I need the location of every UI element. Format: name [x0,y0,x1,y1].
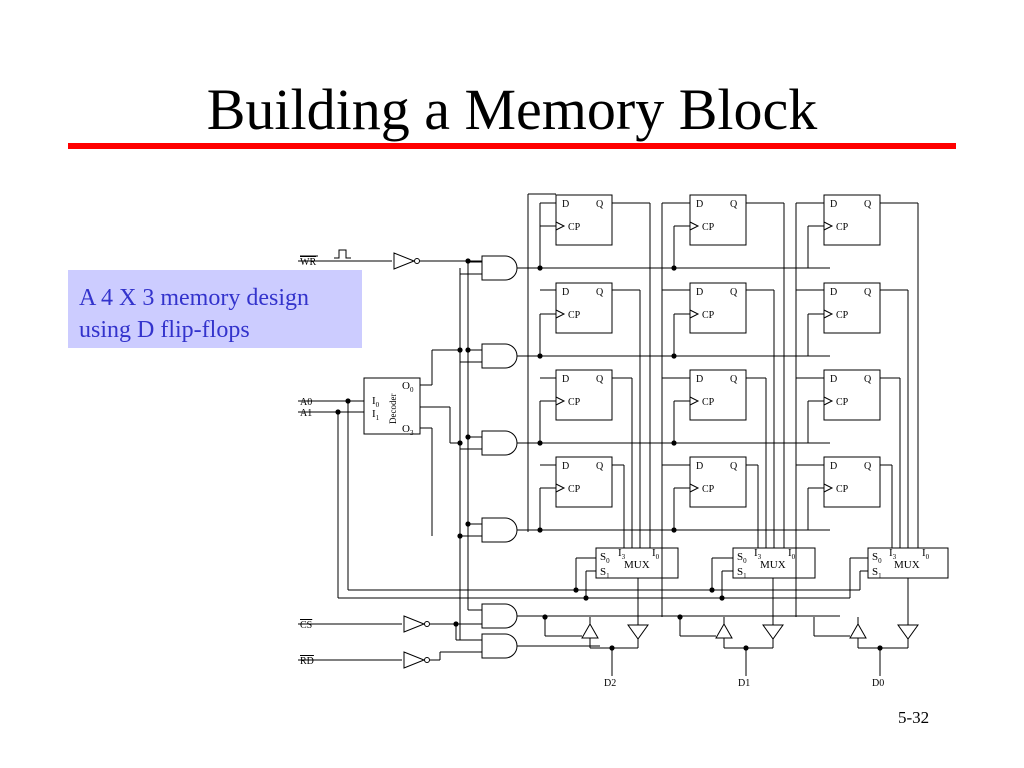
ff-d-label: D [562,287,569,298]
decoder-o3-label: O3 [402,423,414,437]
svg-text:S0: S0 [737,551,747,565]
mux-label: MUX [624,559,650,571]
ff-cp-label: CP [836,310,849,321]
cs-label: CS [300,620,312,631]
output-d2-label: D2 [604,678,616,689]
ff-q-label: Q [864,287,872,298]
ff-q-label: Q [730,374,738,385]
ff-q-label: Q [864,374,872,385]
svg-text:S1: S1 [600,566,610,580]
callout-box: A 4 X 3 memory design using D flip-flops [68,270,362,348]
ff-q-label: Q [596,199,604,210]
ff-cp-label: CP [702,222,715,233]
svg-text:S0: S0 [600,551,610,565]
ff-cp-label: CP [702,397,715,408]
svg-text:I0: I0 [652,547,660,561]
ff-d-label: D [562,374,569,385]
decoder-i1-label: I1 [372,408,380,422]
ff-q-label: Q [864,461,872,472]
ff-cp-label: CP [836,222,849,233]
ff-cp-label: CP [568,484,581,495]
ff-cp-label: CP [702,310,715,321]
decoder-label: Decoder [388,394,398,424]
decoder-i0-label: I0 [372,395,380,409]
callout-line-1: A 4 X 3 memory design [79,285,309,311]
ff-cp-label: CP [836,397,849,408]
ff-d-label: D [830,461,837,472]
svg-text:I3: I3 [754,547,762,561]
ff-cp-label: CP [568,222,581,233]
ff-cp-label: CP [568,397,581,408]
a0-label: A0 [300,397,312,408]
mux-label: MUX [760,559,786,571]
ff-d-label: D [562,461,569,472]
rd-label: RD [300,656,314,667]
ff-cp-label: CP [836,484,849,495]
svg-text:I3: I3 [889,547,897,561]
output-d0-label: D0 [872,678,884,689]
ff-d-label: D [696,374,703,385]
ff-cp-label: CP [568,310,581,321]
svg-text:I0: I0 [922,547,930,561]
ff-d-label: D [696,287,703,298]
ff-d-label: D [562,199,569,210]
ff-q-label: Q [864,199,872,210]
svg-text:I3: I3 [618,547,626,561]
svg-text:I0: I0 [788,547,796,561]
ff-q-label: Q [730,199,738,210]
ff-d-label: D [696,461,703,472]
slide-title: Building a Memory Block [206,77,818,142]
flip-flop-grid [555,194,881,508]
junction-dots [335,258,883,651]
ff-q-label: Q [596,287,604,298]
ff-d-label: D [696,199,703,210]
svg-text:S0: S0 [872,551,882,565]
wr-label: WR [300,257,316,268]
a1-label: A1 [300,408,312,419]
ff-q-label: Q [596,374,604,385]
decoder-o0-label: O0 [402,380,414,394]
ff-q-label: Q [596,461,604,472]
ff-q-label: Q [730,287,738,298]
svg-text:S1: S1 [737,566,747,580]
ff-d-label: D [830,199,837,210]
callout-line-2: using D flip-flops [79,317,250,343]
svg-text:S1: S1 [872,566,882,580]
ff-q-label: Q [730,461,738,472]
ff-d-label: D [830,374,837,385]
mux-labels: S0 S1 I3 I0 MUX S0 S1 I3 I0 MUX S0 S1 I3… [600,547,930,580]
title-underline [68,143,956,149]
ff-cp-label: CP [702,484,715,495]
mux-label: MUX [894,559,920,571]
output-d1-label: D1 [738,678,750,689]
ff-d-label: D [830,287,837,298]
page-number: 5-32 [898,708,930,727]
